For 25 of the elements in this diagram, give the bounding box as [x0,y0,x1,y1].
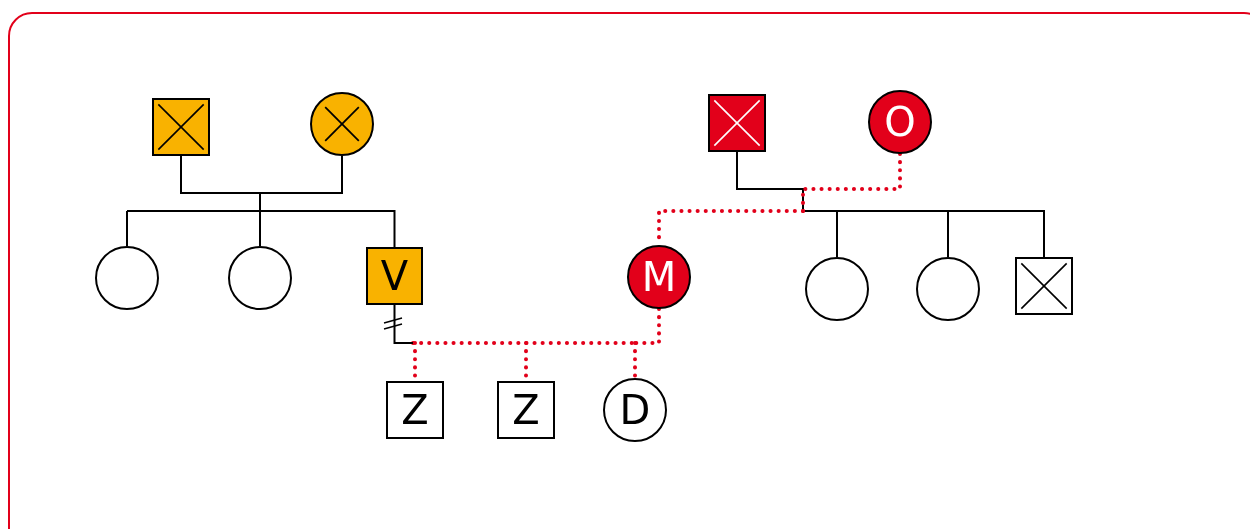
pedigree-line [1041,210,1045,258]
square-symbol: Z [497,381,555,439]
square-symbol: V [366,247,423,305]
pedigree-line [126,210,128,247]
circle-symbol [916,257,980,321]
circle-symbol [95,246,159,310]
circle-symbol: M [627,245,691,309]
pedigree-line [736,151,804,212]
pedigree-line [392,210,396,248]
square-symbol [152,98,210,156]
square-symbol [1015,257,1073,315]
circle-symbol: D [603,378,667,442]
pedigree-line [633,341,637,380]
pedigree-line [393,304,414,344]
pedigree-line [947,210,949,258]
pedigree-line [259,210,261,247]
circle-symbol [310,92,374,156]
pedigree-line [259,155,343,212]
circle-symbol [805,257,869,321]
sibship-line [126,210,394,212]
square-symbol: Z [386,381,444,439]
sibship-line [802,210,1043,212]
square-symbol [708,94,766,152]
pedigree-line [836,210,838,258]
circle-symbol: O [868,90,932,154]
